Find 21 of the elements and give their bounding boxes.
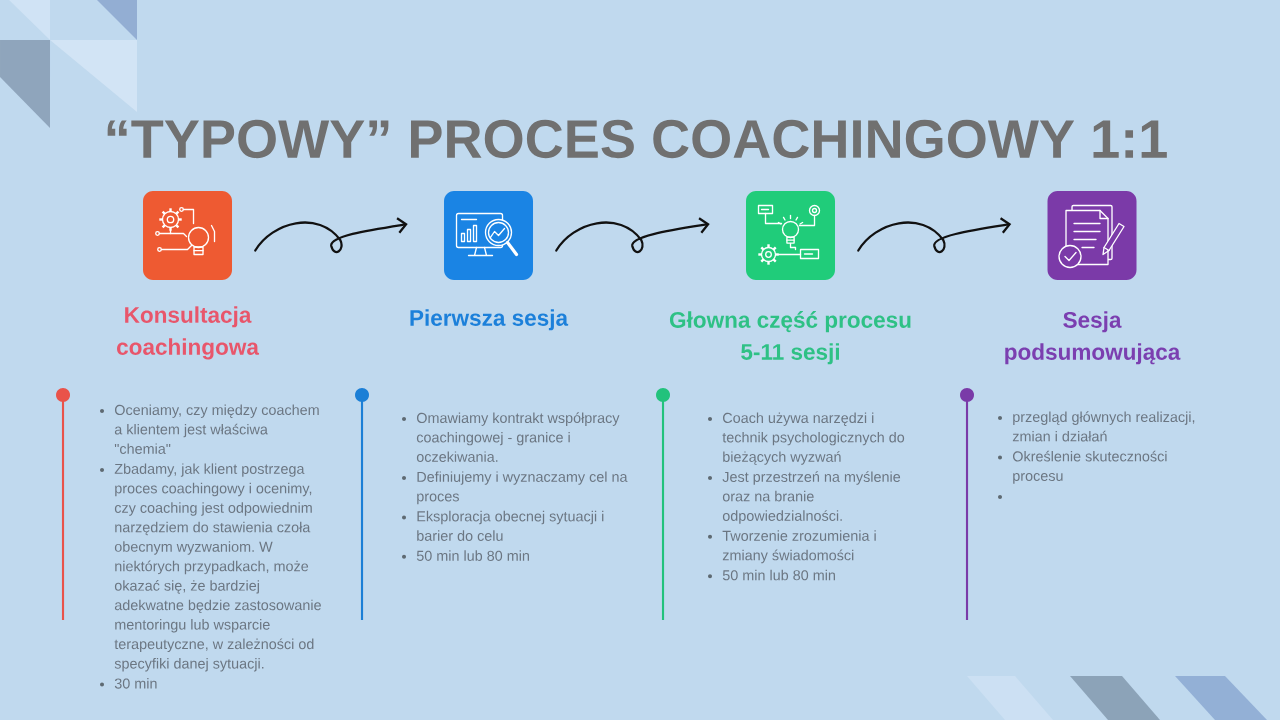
bullet-text: Omawiamy kontrakt współpracy coachingowej - granice i oczekiwania. [416, 412, 620, 462]
bullet-text: Definiujemy i wyznaczamy cel na proces [417, 471, 628, 505]
bullet-text: przegląd głównych realizacji, zmian i działań [1012, 411, 1195, 442]
bullet-text: 50 min lub 80 min [722, 569, 835, 581]
curly-arrow [555, 217, 710, 254]
bullet-text: Eksploracja obecnej sytuacji i barier do celu [417, 510, 604, 541]
stage-heading: Głowna część procesu 5-11 sesji [669, 311, 911, 365]
bullet-text: Oceniamy, czy między coachem a klientem jest właściwa "chemia" [114, 404, 319, 454]
curly-arrow [857, 217, 1012, 254]
bullet-text: Zbadamy, jak klient postrzega proces coachingowy i ocenimy, czy coaching jest odpowiednim narzędziem do stawienia czoła obecnym wyzwaniom. W niektórych przypadkach, może okazać się, że bardziej adekwatne będzie zastosowanie mentoringu lub wsparcie terapeutyczne, w zależności od specyfiki danej sytuacji. [114, 463, 321, 672]
bullet-text: 30 min [114, 678, 157, 689]
stage-heading: Konsultacja coachingowa [117, 306, 260, 360]
title: “TYPOWY” PROCES COACHINGOWY 1:1 [107, 119, 1167, 159]
bullet-text: 50 min lub 80 min [416, 550, 529, 561]
bullet-text: Tworzenie zrozumienia i zmiany świadomości [722, 530, 876, 564]
bullet-text: Coach używa narzędzi i technik psychologicznych do bieżących wyzwań [722, 412, 905, 465]
bullet-text: Jest przestrzeń na myślenie oraz na branie odpowiedzialności. [722, 471, 901, 524]
bullet-text: Określenie skuteczności procesu [1012, 450, 1167, 484]
stage-heading: Pierwsza sesja [410, 309, 569, 331]
stage-heading: Sesja podsumowująca [1005, 311, 1181, 365]
curly-arrow [254, 217, 408, 254]
